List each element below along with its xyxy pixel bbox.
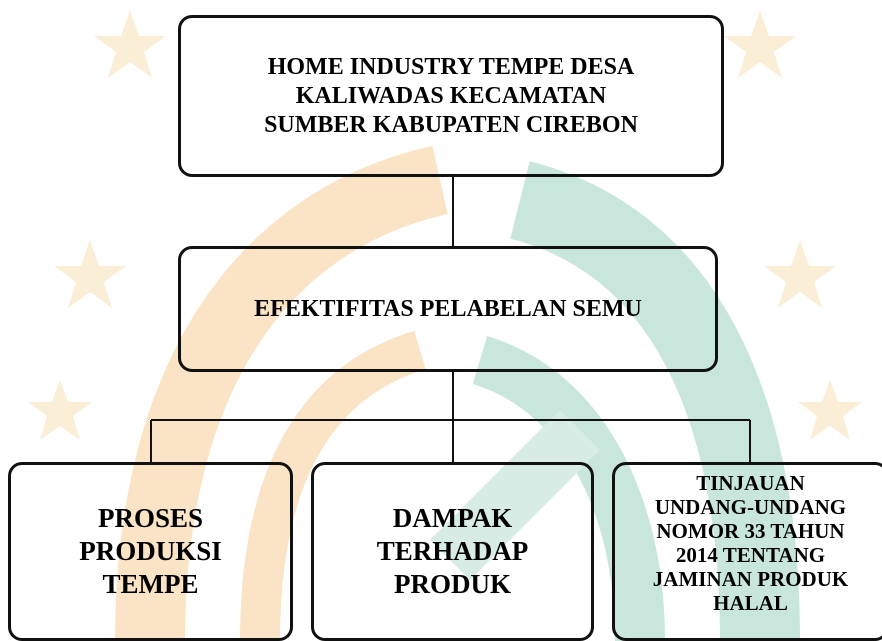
child-node-label: PROSES PRODUKSI TEMPE <box>79 503 222 599</box>
child-node-proses-produksi: PROSES PRODUKSI TEMPE <box>8 462 293 641</box>
child-node-dampak-produk: DAMPAK TERHADAP PRODUK <box>311 462 594 641</box>
watermark-arc-orange <box>115 145 449 641</box>
middle-node-label: EFEKTIFITAS PELABELAN SEMU <box>254 295 642 322</box>
watermark-arc-green <box>509 161 800 641</box>
watermark-arc-orange <box>240 330 427 641</box>
watermark-star <box>54 240 126 308</box>
child-node-label: DAMPAK TERHADAP PRODUK <box>376 503 529 599</box>
watermark-star <box>798 380 862 440</box>
child-node-tinjauan-uu: TINJAUAN UNDANG-UNDANG NOMOR 33 TAHUN 20… <box>612 462 882 641</box>
root-node: HOME INDUSTRY TEMPE DESA KALIWADAS KECAM… <box>178 15 724 177</box>
child-node-label: TINJAUAN UNDANG-UNDANG NOMOR 33 TAHUN 20… <box>652 471 849 615</box>
watermark-star <box>94 10 166 78</box>
watermark-star <box>764 240 836 308</box>
watermark-star <box>724 10 796 78</box>
watermark-arc-green <box>472 336 665 641</box>
watermark-star <box>28 380 92 440</box>
middle-node: EFEKTIFITAS PELABELAN SEMU <box>178 246 718 372</box>
root-node-label: HOME INDUSTRY TEMPE DESA KALIWADAS KECAM… <box>264 53 638 138</box>
watermark-stripe-green <box>430 410 600 580</box>
